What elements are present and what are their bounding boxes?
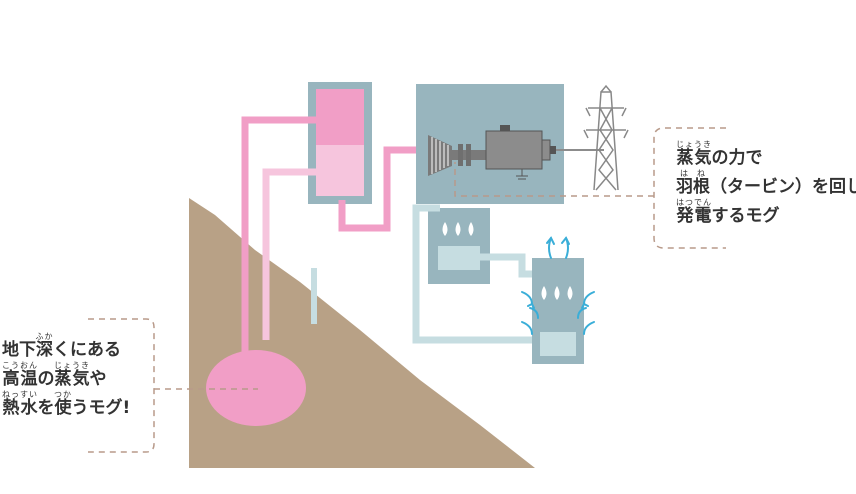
ruby-base: 蒸気 [676,148,712,168]
left-callout-line: 熱水ねっすいを使つかうモグ! [2,390,130,417]
left-callout-frame [88,318,155,453]
ruby-reading: ねっすい [2,390,38,399]
hot-water-pipe [262,168,316,340]
text-segment: するモグ [711,206,780,226]
text-segment: で [745,148,763,168]
ruby-reading: じょうき [676,140,712,149]
cooling-pipe-return [412,204,540,344]
reinjection-well [311,268,317,324]
text-segment: を [37,398,55,418]
ruby-word: 使つか [54,390,72,418]
text-segment: うモグ! [71,398,131,418]
text-segment: の [37,369,55,389]
ruby-reading: はつでん [676,198,712,207]
left-callout-text: 地下深ふかくにある高温こうおんの蒸気じょうきや熱水ねっすいを使つかうモグ! [2,332,130,419]
text-segment: 地 [2,340,19,360]
separator-water [316,145,364,196]
ruby-reading: は [676,169,693,178]
ruby-word: 熱水ねっすい [2,390,38,418]
ruby-base: 高温 [2,369,38,389]
ruby-word: 高温こうおん [2,361,38,389]
right-callout-line: 発電はつでんするモグ [676,198,856,225]
ruby-reading: こうおん [2,361,38,370]
ruby-base: 熱水 [2,398,38,418]
cooling-pipe-top [480,253,540,278]
text-segment: の [711,148,729,168]
steam-pipe [338,146,430,232]
right-callout-leader [454,162,654,197]
text-segment: くにある [53,340,121,360]
turbine-rotor [458,144,471,166]
ruby-word: 発電はつでん [676,198,712,226]
production-pipe [241,116,316,380]
ruby-base: 発電 [676,206,712,226]
right-callout-line: 蒸気じょうきの力で [676,140,856,167]
ruby-reading: じょうき [54,361,90,370]
ruby-word: 蒸気じょうき [54,361,90,389]
ruby-base: 使 [54,398,72,418]
text-segment: 下 [19,340,36,360]
separator-steam [316,89,364,145]
right-callout-line: 羽は根ね（タービン）を回して [676,169,856,196]
water-drop-icon [541,286,573,300]
air-arrow-icon [521,236,595,335]
ruby-word: 蒸気じょうき [676,140,712,168]
turbine-blade-lines [431,137,449,174]
right-callout-frame [653,127,726,249]
ruby-reading: ね [693,169,710,178]
ruby-base: 蒸気 [54,369,90,389]
cooling-tower-water [540,332,576,356]
left-callout-line: 高温こうおんの蒸気じょうきや [2,361,130,388]
condenser-water [438,246,480,270]
text-segment: や [89,369,107,389]
text-segment: 力 [728,148,746,168]
ruby-word: 根ね [693,169,710,197]
ruby-base: 羽 [676,177,693,197]
water-drop-icon [442,222,474,236]
text-segment: （タービン）を回して [710,177,856,197]
ruby-base: 深 [35,340,54,360]
transmission-tower-icon [583,84,629,191]
ruby-reading: ふか [35,332,54,341]
ruby-word: 羽は [676,169,693,197]
geothermal-reservoir [206,350,306,426]
left-callout-line: 地下深ふかくにある [2,332,130,359]
ruby-word: 深ふか [35,332,54,360]
generator-icon [485,125,556,180]
ruby-base: 根 [693,177,710,197]
ruby-reading: つか [54,390,72,399]
